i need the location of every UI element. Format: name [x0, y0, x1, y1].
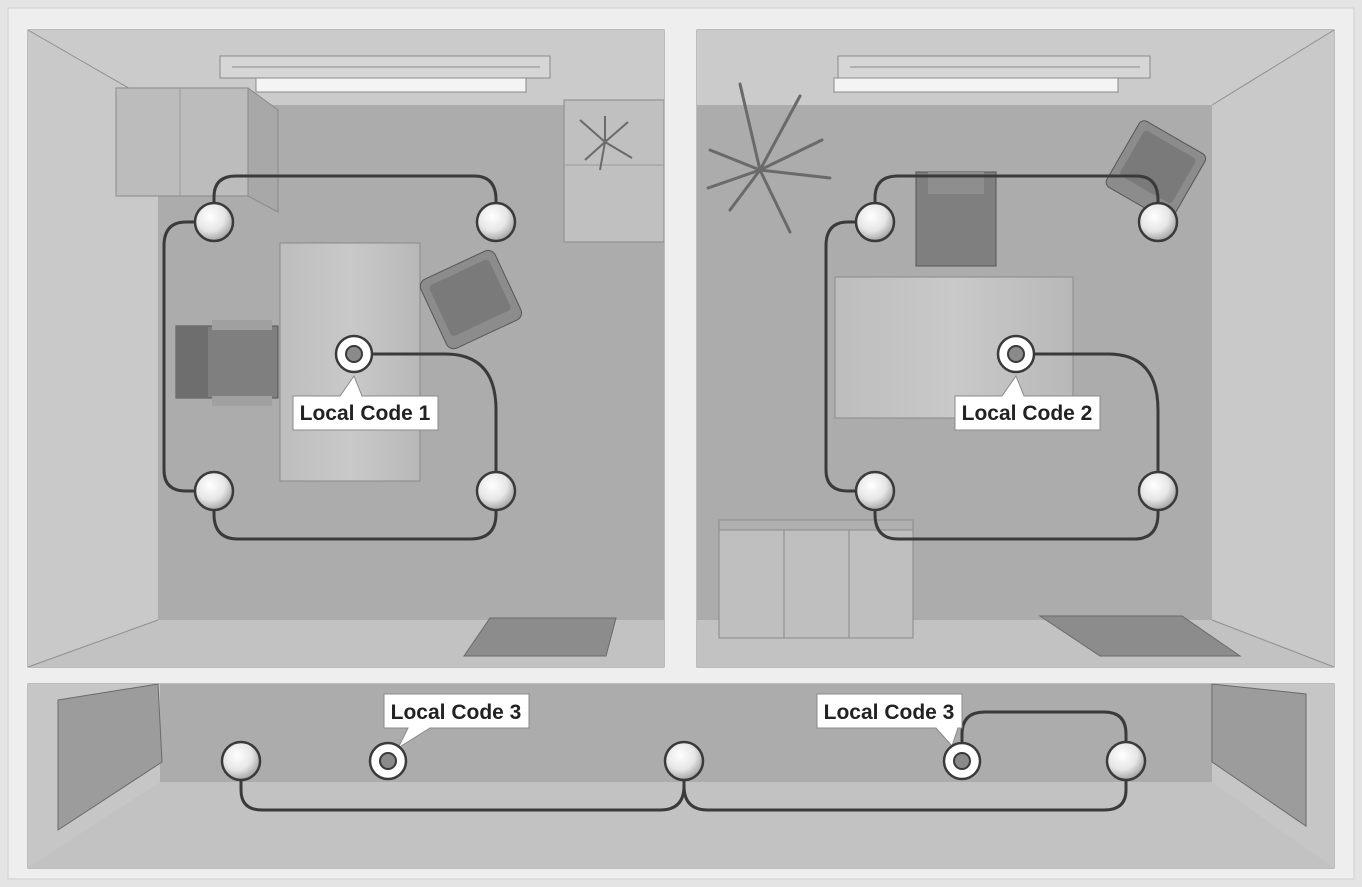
- sensor-core: [379, 752, 397, 770]
- callout-box: [816, 693, 963, 747]
- wire-corridor-left: [239, 761, 686, 812]
- light-fixtures: [193, 201, 1179, 782]
- local-code-2-callout: Local Code 2: [954, 334, 1101, 431]
- door: [1211, 683, 1307, 827]
- office-chair: [175, 320, 279, 406]
- callout-box: [383, 693, 530, 750]
- doormat: [463, 617, 617, 657]
- ceiling-light-icon: [854, 201, 896, 243]
- armchair: [419, 249, 522, 350]
- ceiling-light-icon: [663, 740, 705, 782]
- ceiling-light-icon: [193, 470, 235, 512]
- ceiling-light-icon: [854, 470, 896, 512]
- wire-room2-sensor: [1016, 352, 1160, 491]
- local-code-3-right-callout: Local Code 3: [816, 693, 982, 781]
- room-1: [27, 29, 665, 668]
- callout-box: [954, 374, 1101, 431]
- door: [57, 683, 163, 831]
- callout-label: Local Code 1: [300, 402, 431, 425]
- ceiling-light-icon: [475, 201, 517, 243]
- window: [833, 55, 1151, 93]
- cabinet: [115, 87, 279, 213]
- room-2-right-wall: [1212, 30, 1334, 667]
- plant-stand: [563, 99, 665, 243]
- corridor-bottom-wall: [28, 782, 1334, 868]
- window: [219, 55, 551, 93]
- sensor-core: [345, 345, 363, 363]
- storage-cabinets: [718, 519, 914, 639]
- local-code-1-callout: Local Code 1: [292, 334, 439, 431]
- sensor-core: [953, 752, 971, 770]
- ceiling-light-icon: [1137, 201, 1179, 243]
- local-code-3-left-callout: Local Code 3: [368, 693, 530, 781]
- ceiling-light-icon: [1105, 740, 1147, 782]
- callout-label: Local Code 3: [391, 701, 522, 724]
- ceiling-light-icon: [1137, 470, 1179, 512]
- palm-plant: [706, 82, 832, 234]
- ceiling-light-icon: [475, 470, 517, 512]
- wire-corridor-right: [682, 710, 1128, 812]
- ceiling-light-icon: [193, 201, 235, 243]
- office-chair: [915, 171, 997, 267]
- ceiling-light-icon: [220, 740, 262, 782]
- doormat: [1038, 615, 1242, 657]
- callout-label: Local Code 3: [824, 701, 955, 724]
- sensor-core: [1007, 345, 1025, 363]
- callout-box: [292, 374, 439, 431]
- callout-label: Local Code 2: [962, 402, 1093, 425]
- armchair: [1105, 120, 1207, 221]
- wire-room1-sensor: [354, 352, 498, 491]
